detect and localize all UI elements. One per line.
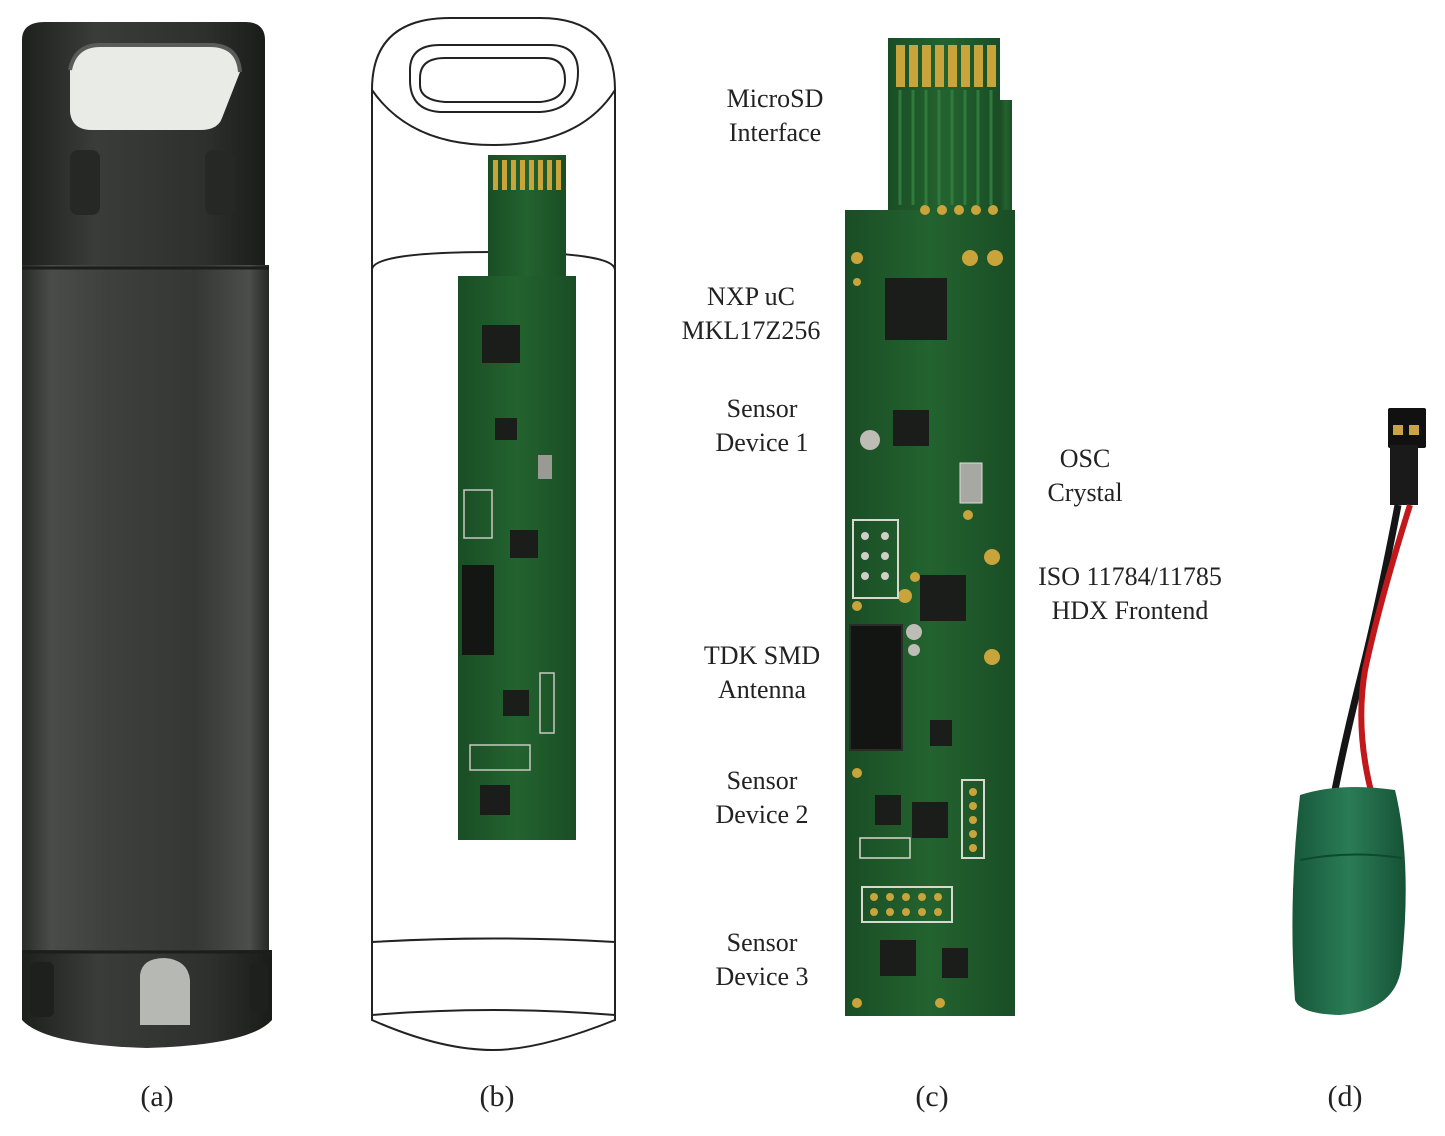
label-microsd-line1: MicroSD — [726, 84, 824, 113]
caption-panel-c: (c) — [915, 1080, 949, 1113]
label-sensor2-line1: Sensor — [726, 766, 798, 795]
label-iso-line2: HDX Frontend — [1051, 596, 1209, 625]
label-osc-line1: OSC — [1059, 444, 1111, 473]
caption-panel-b: (b) — [479, 1080, 515, 1113]
label-sensor1-line1: Sensor — [726, 394, 798, 423]
label-sensor-device-2: Sensor Device 2 — [702, 764, 822, 832]
label-sensor-device-1: Sensor Device 1 — [702, 392, 822, 460]
label-tdk-line1: TDK SMD — [703, 641, 821, 670]
label-osc-line2: Crystal — [1047, 478, 1123, 507]
caption-panel-a: (a) — [140, 1080, 174, 1113]
caption-panel-d: (d) — [1327, 1080, 1363, 1113]
label-tdk-smd-antenna: TDK SMD Antenna — [692, 639, 832, 707]
label-sensor2-line2: Device 2 — [715, 800, 809, 829]
label-iso-line1: ISO 11784/11785 — [1038, 562, 1222, 591]
label-iso-hdx-frontend: ISO 11784/11785 HDX Frontend — [1025, 560, 1235, 628]
label-sensor-device-3: Sensor Device 3 — [702, 926, 822, 994]
label-nxp-uc: NXP uC MKL17Z256 — [676, 280, 826, 348]
label-nxp-line1: NXP uC — [707, 282, 795, 311]
label-microsd-interface: MicroSD Interface — [705, 82, 845, 150]
label-microsd-line2: Interface — [728, 118, 822, 147]
label-sensor1-line2: Device 1 — [715, 428, 809, 457]
label-tdk-line2: Antenna — [717, 675, 807, 704]
label-nxp-line2: MKL17Z256 — [681, 316, 821, 345]
label-osc-crystal: OSC Crystal — [1030, 442, 1140, 510]
label-sensor3-line2: Device 3 — [715, 962, 809, 991]
label-sensor3-line1: Sensor — [726, 928, 798, 957]
